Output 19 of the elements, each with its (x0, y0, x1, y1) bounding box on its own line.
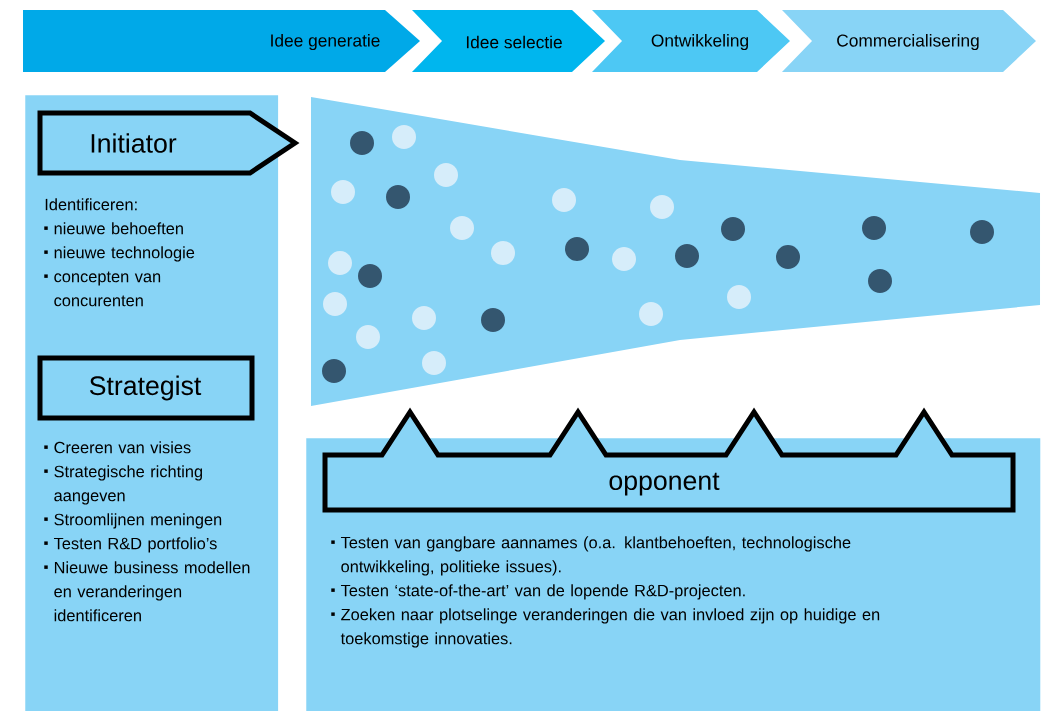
list-item: Zoeken naar plotselinge veranderingen die van invloed zijn op huidige en toekomstige innovaties. (331, 608, 880, 648)
process-step: Idee selectie (412, 10, 605, 72)
list-item: nieuwe behoeften (44, 222, 183, 235)
list-item: Testen van gangbare aannames (o.a. klantbehoeften, technologische ontwikkeling, politieke issues). (331, 536, 851, 576)
process-step: Commercialisering (782, 10, 1036, 72)
list-item: Strategische richting aangeven (44, 465, 202, 505)
list-item: Nieuwe business modellen en veranderingen identificeren (44, 561, 250, 622)
pentagon-box: Initiator (37, 110, 300, 176)
list-item: concepten van concurenten (44, 271, 161, 307)
spiked-box: opponent (322, 407, 1016, 513)
process-step: Ontwikkeling (592, 10, 790, 72)
list-item: nieuwe technologie (44, 246, 195, 262)
role-box: Strategist (37, 355, 255, 421)
list-item: Testen R&D portfolio’s (44, 537, 217, 553)
list-item: Stroomlijnen meningen (44, 513, 222, 529)
list-item: Creeren van visies (44, 441, 191, 454)
process-step: Idee generatie (23, 10, 420, 72)
list-item: Testen ‘state-of-the-art’ van de lopende R&D-projecten. (331, 584, 745, 600)
list-heading: Identificeren: (45, 198, 137, 211)
